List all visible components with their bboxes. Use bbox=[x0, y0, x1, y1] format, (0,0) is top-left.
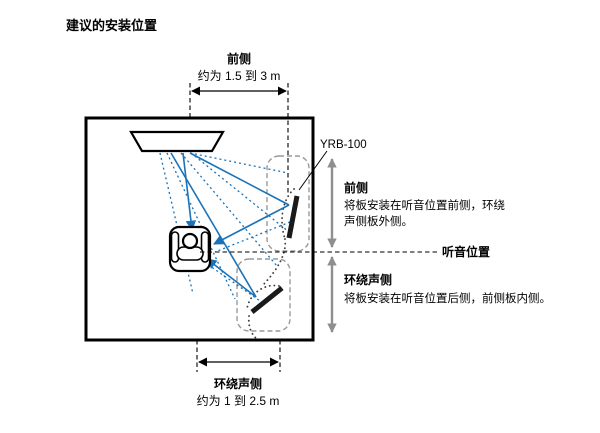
surround-board-zone bbox=[236, 258, 291, 332]
beam-line bbox=[170, 152, 257, 298]
surround-board bbox=[250, 286, 284, 314]
beam-line bbox=[206, 258, 257, 298]
beam-line bbox=[182, 152, 197, 232]
front-board bbox=[286, 195, 300, 239]
beam-line bbox=[189, 152, 290, 206]
beam-dotted bbox=[189, 152, 289, 174]
front-board-zone bbox=[266, 155, 310, 252]
surround-desc: 将板安装在听音位置后侧，前侧板内侧。 bbox=[344, 291, 551, 305]
board-angle-dots bbox=[263, 238, 287, 285]
surround-measure-distance: 约为 1 到 2.5 m bbox=[197, 393, 280, 408]
yrb-pointer-line bbox=[298, 150, 328, 191]
front-heading: 前侧 bbox=[344, 180, 368, 195]
listener-icon bbox=[168, 225, 212, 273]
beam-line bbox=[213, 204, 290, 245]
product-label: YRB-100 bbox=[320, 139, 367, 151]
front-desc-line2: 声侧板外侧。 bbox=[344, 214, 413, 228]
tv-icon bbox=[129, 130, 225, 153]
board-angle-dots bbox=[247, 315, 258, 340]
beam-dotted bbox=[190, 152, 290, 233]
front-desc-line1: 将板安装在听音位置前侧，环绕 bbox=[344, 198, 505, 212]
beam-dotted bbox=[209, 265, 264, 304]
board-angle-dots bbox=[246, 284, 280, 310]
room-outline bbox=[84, 116, 315, 342]
front-measure-label: 前侧 bbox=[227, 51, 251, 66]
surround-heading: 环绕声侧 bbox=[344, 272, 392, 287]
front-measure-distance: 约为 1.5 到 3 m bbox=[198, 68, 281, 83]
beam-dotted bbox=[159, 152, 194, 295]
board-angle-dots bbox=[281, 188, 295, 240]
surround-measure-label: 环绕声侧 bbox=[214, 376, 262, 391]
beam-dotted bbox=[214, 221, 291, 253]
listening-position-label: 听音位置 bbox=[442, 244, 490, 259]
page-title: 建议的安装位置 bbox=[66, 18, 157, 33]
listener-head bbox=[181, 232, 199, 250]
